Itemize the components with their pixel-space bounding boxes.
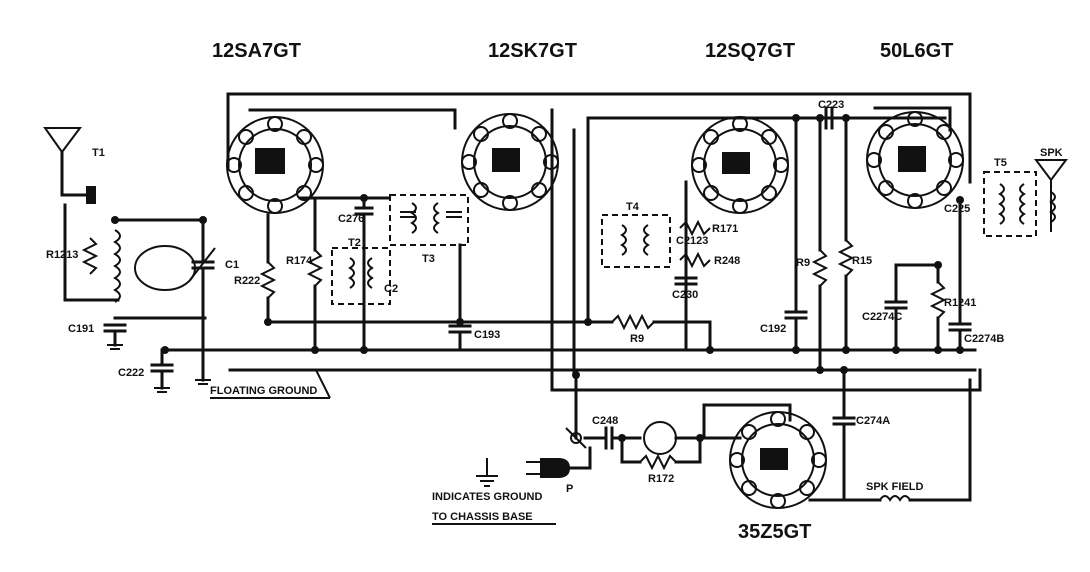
tube-socket-12sk7gt bbox=[461, 113, 559, 211]
wire-r172-right bbox=[674, 436, 702, 464]
tube-socket-50l6gt bbox=[866, 111, 964, 209]
tube-socket-35z5gt bbox=[729, 411, 827, 509]
label-c2274b: C2274B bbox=[964, 333, 1004, 345]
resistor-r1213 bbox=[81, 237, 99, 275]
resistor-r15 bbox=[837, 239, 855, 277]
label-c193: C193 bbox=[474, 329, 500, 341]
label-c225: C225 bbox=[944, 203, 970, 215]
wire-r172-left bbox=[620, 436, 642, 464]
speaker-icon bbox=[1034, 159, 1068, 232]
wire-top-2 bbox=[248, 108, 457, 130]
label-c1: C1 bbox=[225, 259, 239, 271]
label-r9-horizontal: R9 bbox=[630, 333, 644, 345]
antenna-icon bbox=[43, 127, 96, 204]
floating-ground-note: FLOATING GROUND bbox=[210, 385, 317, 397]
tube-label-12sk7gt: 12SK7GT bbox=[488, 40, 577, 62]
transformer-t3 bbox=[389, 194, 469, 246]
label-r9-vertical: R9 bbox=[796, 257, 810, 269]
label-c222: C222 bbox=[118, 367, 144, 379]
tube-socket-12sa7gt bbox=[226, 116, 324, 214]
label-t3: T3 bbox=[422, 253, 435, 265]
wire-r1213 bbox=[63, 203, 120, 302]
transformer-t2 bbox=[331, 247, 391, 305]
speaker-field-coil bbox=[879, 495, 911, 502]
label-r171: R171 bbox=[712, 223, 738, 235]
ground-symbol-icon bbox=[476, 458, 498, 487]
label-r222: R222 bbox=[234, 275, 260, 287]
resistor-r172 bbox=[639, 453, 677, 471]
antenna-coil bbox=[113, 229, 121, 303]
label-c2: C2 bbox=[384, 283, 398, 295]
wire-heater-loop bbox=[550, 108, 982, 392]
label-spk-field: SPK FIELD bbox=[866, 481, 924, 493]
loop-antenna bbox=[134, 245, 196, 291]
resistor-r174 bbox=[306, 249, 324, 287]
b-plus-wire bbox=[226, 92, 972, 184]
label-r172: R172 bbox=[648, 473, 674, 485]
resistor-r1241 bbox=[929, 281, 947, 319]
label-spk: SPK bbox=[1040, 147, 1063, 159]
tube-label-35z5gt: 35Z5GT bbox=[738, 521, 811, 543]
resistor-r9-horizontal bbox=[611, 313, 655, 331]
label-t2: T2 bbox=[348, 237, 361, 249]
switch-contact bbox=[570, 432, 582, 444]
label-c2274c: C2274C bbox=[862, 311, 902, 323]
wire-field-right bbox=[908, 378, 972, 502]
label-c192: C192 bbox=[760, 323, 786, 335]
label-t1: T1 bbox=[92, 147, 105, 159]
transformer-t4 bbox=[601, 214, 671, 268]
wire-rect-top bbox=[702, 403, 792, 440]
label-c191: C191 bbox=[68, 323, 94, 335]
resistor-r222 bbox=[259, 261, 277, 299]
tube-socket-12sq7gt bbox=[691, 116, 789, 214]
label-c276: C276 bbox=[338, 213, 364, 225]
wire-r9-right bbox=[652, 320, 712, 352]
resistor-r9-vertical bbox=[811, 249, 829, 287]
label-r1213: R1213 bbox=[46, 249, 78, 261]
label-r248: R248 bbox=[714, 255, 740, 267]
label-c2123: C2123 bbox=[676, 235, 708, 247]
tube-label-50l6gt: 50L6GT bbox=[880, 40, 953, 62]
tube-label-12sa7gt: 12SA7GT bbox=[212, 40, 301, 62]
tube-label-12sq7gt: 12SQ7GT bbox=[705, 40, 795, 62]
ground-note-line1: INDICATES GROUND bbox=[432, 491, 542, 503]
wire-top-5 bbox=[873, 106, 952, 132]
label-r15: R15 bbox=[852, 255, 872, 267]
label-c248: C248 bbox=[592, 415, 618, 427]
label-c274a: C274A bbox=[856, 415, 890, 427]
label-p: P bbox=[566, 483, 573, 495]
label-r174: R174 bbox=[286, 255, 313, 267]
transformer-t5 bbox=[983, 171, 1037, 237]
label-t4: T4 bbox=[626, 201, 640, 213]
power-plug-icon bbox=[526, 446, 592, 478]
label-c223: C223 bbox=[818, 99, 844, 111]
junction-dots bbox=[111, 114, 964, 442]
ground-note-line2: TO CHASSIS BASE bbox=[432, 511, 533, 523]
pilot-lamp-icon bbox=[643, 421, 677, 455]
label-t5: T5 bbox=[994, 157, 1007, 169]
